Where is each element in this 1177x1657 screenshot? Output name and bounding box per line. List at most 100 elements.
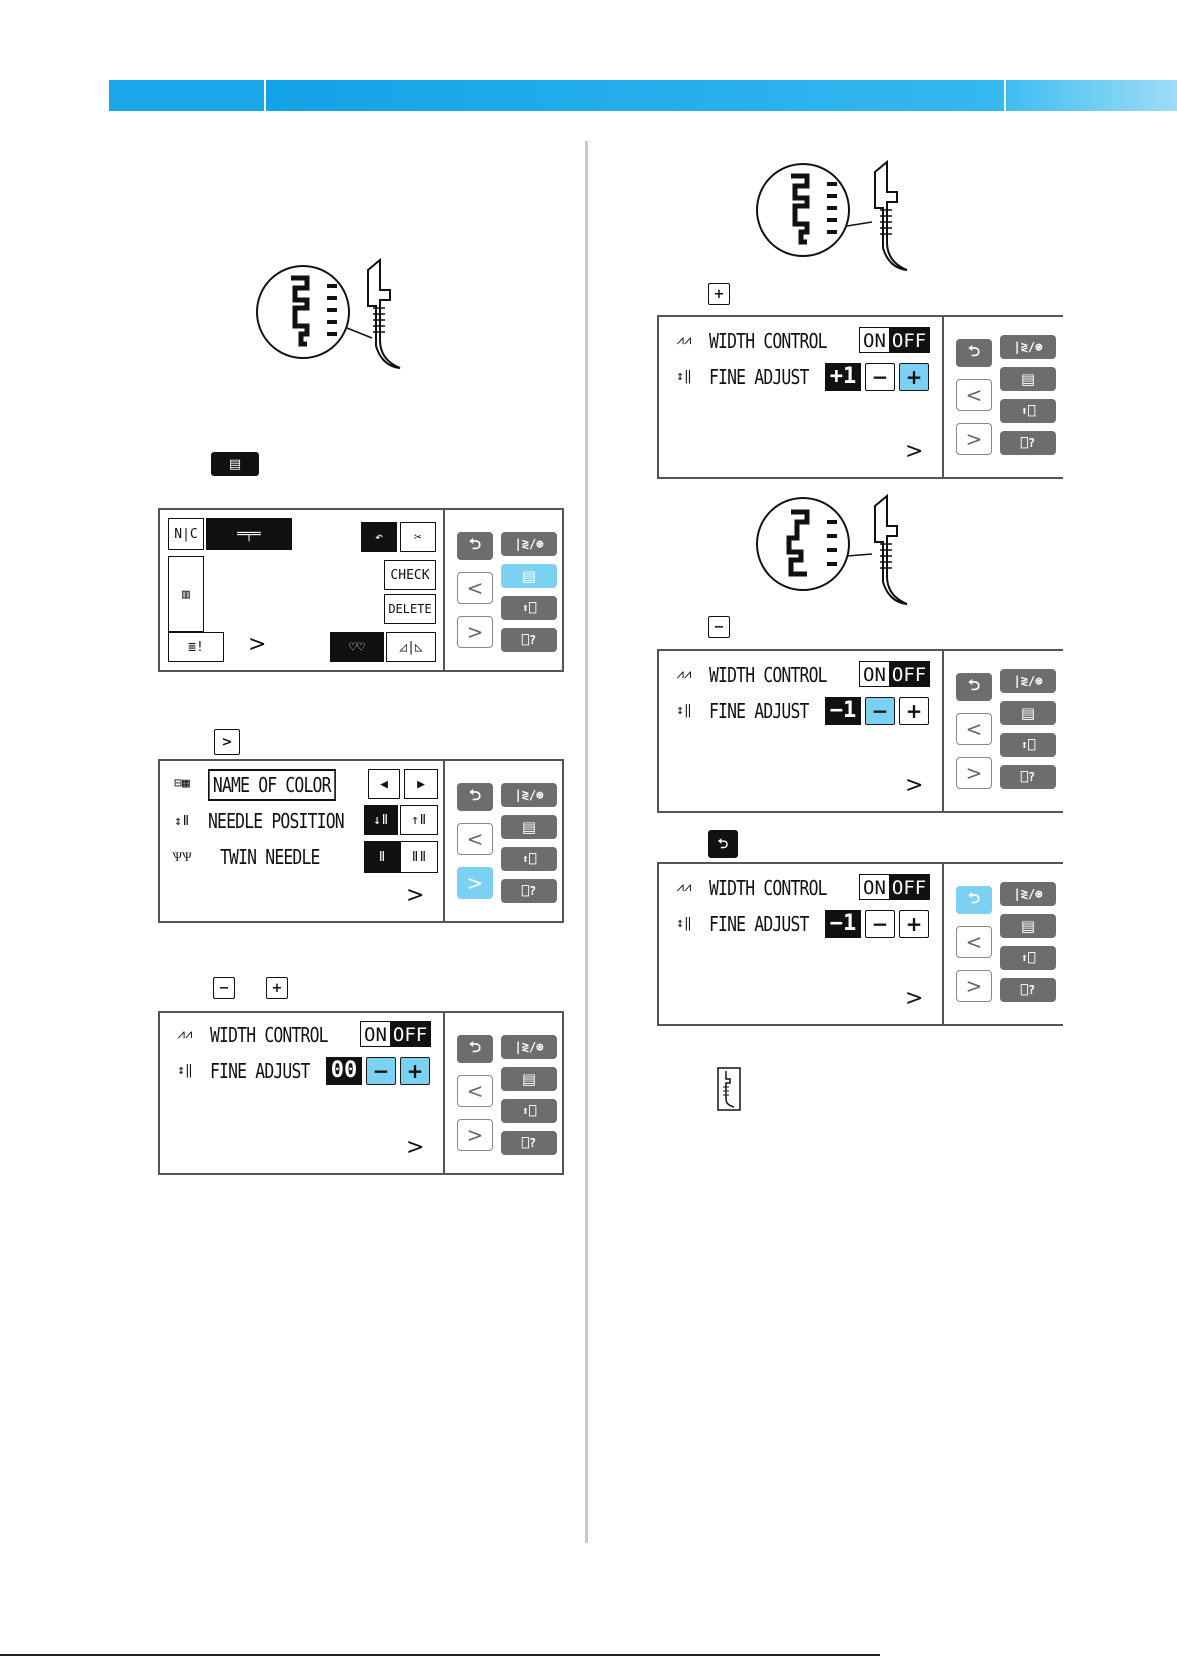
help-button[interactable]: ⎕? (501, 1131, 557, 1155)
plus-button[interactable]: + (899, 697, 929, 725)
memo-button[interactable]: ▤ (1000, 914, 1056, 938)
single-needle-icon[interactable]: ǁ (364, 841, 400, 873)
next-chevron-icon[interactable]: > (406, 1135, 425, 1160)
prev-button[interactable]: < (457, 1075, 493, 1107)
next-button[interactable]: > (956, 970, 992, 1002)
settings-icon[interactable]: ≣! (168, 632, 224, 662)
prev-button[interactable]: < (956, 713, 992, 745)
fine-adjust-value: −1 (825, 697, 861, 725)
heart-icon[interactable]: ♡♡ (330, 632, 384, 662)
next-chevron-icon[interactable]: > (905, 986, 924, 1011)
header-bar-middle (266, 80, 1004, 111)
back-button[interactable]: ⮌ (956, 673, 992, 701)
delete-button[interactable]: DELETE (384, 594, 436, 624)
memo-button[interactable]: ▤ (501, 815, 557, 839)
next-chevron-icon[interactable]: > (905, 439, 924, 464)
next-button[interactable]: > (457, 616, 493, 648)
utility-stitch-button[interactable]: |≷/⊛ (501, 1035, 557, 1059)
help-button[interactable]: ⎕? (1000, 978, 1056, 1002)
memory-button[interactable]: ⬆⎕ (1000, 946, 1056, 970)
help-button[interactable]: ⎕? (1000, 431, 1056, 455)
fine-adjust-value: +1 (825, 363, 861, 391)
memory-button[interactable]: ⬆⎕ (1000, 733, 1056, 757)
width-control-icon: ⩘⩘ (676, 666, 692, 682)
prev-button[interactable]: < (956, 379, 992, 411)
memory-button[interactable]: ⬆⎕ (501, 596, 557, 620)
memo-button[interactable]: ▤ (501, 564, 557, 588)
header-bar-right (1006, 80, 1177, 111)
help-button[interactable]: ⎕? (1000, 765, 1056, 789)
prev-button[interactable]: < (457, 572, 493, 604)
needle-up-icon[interactable]: ↑ǁ (400, 805, 438, 835)
help-button[interactable]: ⎕? (501, 879, 557, 903)
next-chevron-icon[interactable]: > (905, 773, 924, 798)
plus-button[interactable]: + (899, 910, 929, 938)
mirror-icon[interactable]: ◿|◺ (386, 632, 436, 662)
next-button[interactable]: > (956, 423, 992, 455)
lcd-side-panel: ⮌ |≷/⊛ < ▤ ⬆⎕ > ⎕? (944, 864, 1063, 1024)
utility-stitch-button[interactable]: |≷/⊛ (1000, 335, 1056, 359)
memo-button[interactable]: ▤ (501, 1067, 557, 1091)
back-button[interactable]: ⮌ (457, 783, 493, 811)
on-option[interactable]: ON (863, 664, 886, 686)
lcd-main-area: ⊟▦ NAME OF COLOR ◀ ▶ ↕ǁ NEEDLE POSITION … (160, 761, 445, 921)
off-option[interactable]: OFF (389, 1022, 431, 1046)
minus-button[interactable]: − (865, 910, 895, 938)
off-option[interactable]: OFF (888, 875, 930, 899)
reverse-icon[interactable]: ↶ (361, 522, 397, 552)
width-control-label: WIDTH CONTROL (709, 663, 828, 687)
nc-icon[interactable]: N|C (168, 518, 204, 550)
name-of-color-label[interactable]: NAME OF COLOR (208, 769, 336, 801)
on-option[interactable]: ON (863, 877, 886, 899)
minus-button[interactable]: − (865, 363, 895, 391)
plus-button[interactable]: + (400, 1057, 430, 1085)
prev-button[interactable]: < (457, 823, 493, 855)
off-option[interactable]: OFF (888, 662, 930, 686)
memory-button[interactable]: ⬆⎕ (501, 1099, 557, 1123)
memory-button[interactable]: ⬆⎕ (1000, 399, 1056, 423)
fine-adjust-label: FINE ADJUST (210, 1059, 310, 1083)
utility-stitch-button[interactable]: |≷/⊛ (1000, 882, 1056, 906)
lcd-side-panel: ⮌ |≷/⊛ < ▤ ⬆⎕ > ⎕? (445, 510, 562, 670)
back-button[interactable]: ⮌ (956, 339, 992, 367)
utility-stitch-button[interactable]: |≷/⊛ (1000, 669, 1056, 693)
back-button[interactable]: ⮌ (457, 532, 493, 560)
minus-button[interactable]: − (865, 697, 895, 725)
lcd-main-area: N|C ═╤═ ▥ ↶ ✂ CHECK DELETE ≣! > ♡♡ ◿|◺ (160, 510, 445, 670)
back-button[interactable]: ⮌ (956, 886, 992, 914)
next-chevron-icon[interactable]: > (406, 883, 425, 908)
fine-adjust-label: FINE ADJUST (709, 365, 809, 389)
on-option[interactable]: ON (863, 330, 886, 352)
memo-button[interactable]: ▤ (1000, 367, 1056, 391)
help-button[interactable]: ⎕? (501, 628, 557, 652)
presser-foot-banner-icon: ═╤═ (206, 518, 292, 550)
next-button[interactable]: > (457, 1119, 493, 1151)
twin-needle-option-icon[interactable]: ǁǁ (400, 841, 438, 873)
cut-icon[interactable]: ✂ (400, 522, 436, 552)
next-button[interactable]: > (457, 867, 493, 899)
plus-button[interactable]: + (899, 363, 929, 391)
utility-stitch-button[interactable]: |≷/⊛ (501, 783, 557, 807)
next-chevron-icon[interactable]: > (248, 632, 267, 657)
utility-stitch-button[interactable]: |≷/⊛ (501, 532, 557, 556)
next-button[interactable]: > (956, 757, 992, 789)
width-control-icon: ⩘⩘ (177, 1026, 193, 1042)
needle-down-icon[interactable]: ↓ǁ (364, 805, 398, 835)
color-next-icon[interactable]: ▶ (404, 769, 438, 799)
inline-plus-key-icon-right: + (708, 283, 730, 305)
color-prev-icon[interactable]: ◀ (368, 769, 400, 799)
back-button[interactable]: ⮌ (457, 1035, 493, 1063)
minus-button[interactable]: − (366, 1057, 396, 1085)
check-button[interactable]: CHECK (384, 560, 436, 590)
prev-button[interactable]: < (956, 926, 992, 958)
on-option[interactable]: ON (364, 1024, 387, 1046)
off-option[interactable]: OFF (888, 328, 930, 352)
memo-button[interactable]: ▤ (1000, 701, 1056, 725)
memory-button[interactable]: ⬆⎕ (501, 847, 557, 871)
